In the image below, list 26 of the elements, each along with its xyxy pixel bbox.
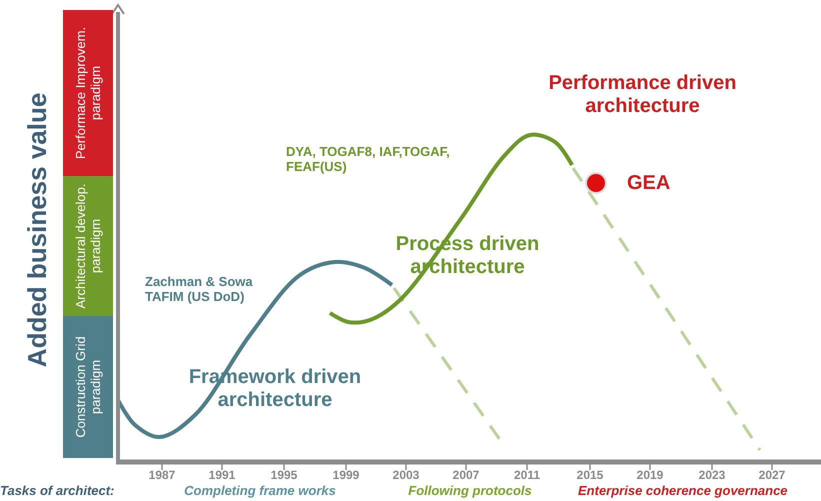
paradigm-band [63, 316, 113, 458]
framework-list: Zachman & Sowa TAFIM (US DoD) [145, 275, 285, 305]
framework-list: DYA, TOGAF8, IAF,TOGAF, FEAF(US) [286, 145, 486, 175]
row-label: Tasks of architect: [0, 484, 116, 499]
tick-label: 1995 [270, 469, 298, 483]
tick-label: 1999 [332, 469, 360, 483]
paradigm-label: Construction Grid paradigm [73, 335, 103, 440]
tick-label: 1987 [148, 469, 176, 483]
tick-label: 2007 [452, 469, 480, 483]
tick-label: 2011 [512, 469, 542, 483]
tick-label: 2019 [636, 469, 664, 483]
tick-label: 2027 [758, 469, 786, 483]
tick-label: 2023 [698, 469, 726, 483]
tick-label: 2003 [392, 469, 420, 483]
tick-label: 2015 [576, 469, 604, 483]
tick-label: 1991 [208, 469, 236, 483]
paradigm-band [63, 176, 113, 316]
task-label: Enterprise coherence governance [578, 484, 789, 499]
marker-label: GEA [627, 172, 672, 195]
paradigm-label: Architectural develop. paradigm [73, 182, 103, 311]
paradigm-band [63, 10, 113, 176]
axis-title: Added business value [23, 92, 53, 370]
paradigm-label: Performace Improvem. paradigm [73, 26, 103, 162]
task-label: Completing frame works [183, 484, 337, 499]
phase-title: Performance driven architecture [548, 72, 738, 118]
task-label: Following protocols [407, 484, 533, 499]
